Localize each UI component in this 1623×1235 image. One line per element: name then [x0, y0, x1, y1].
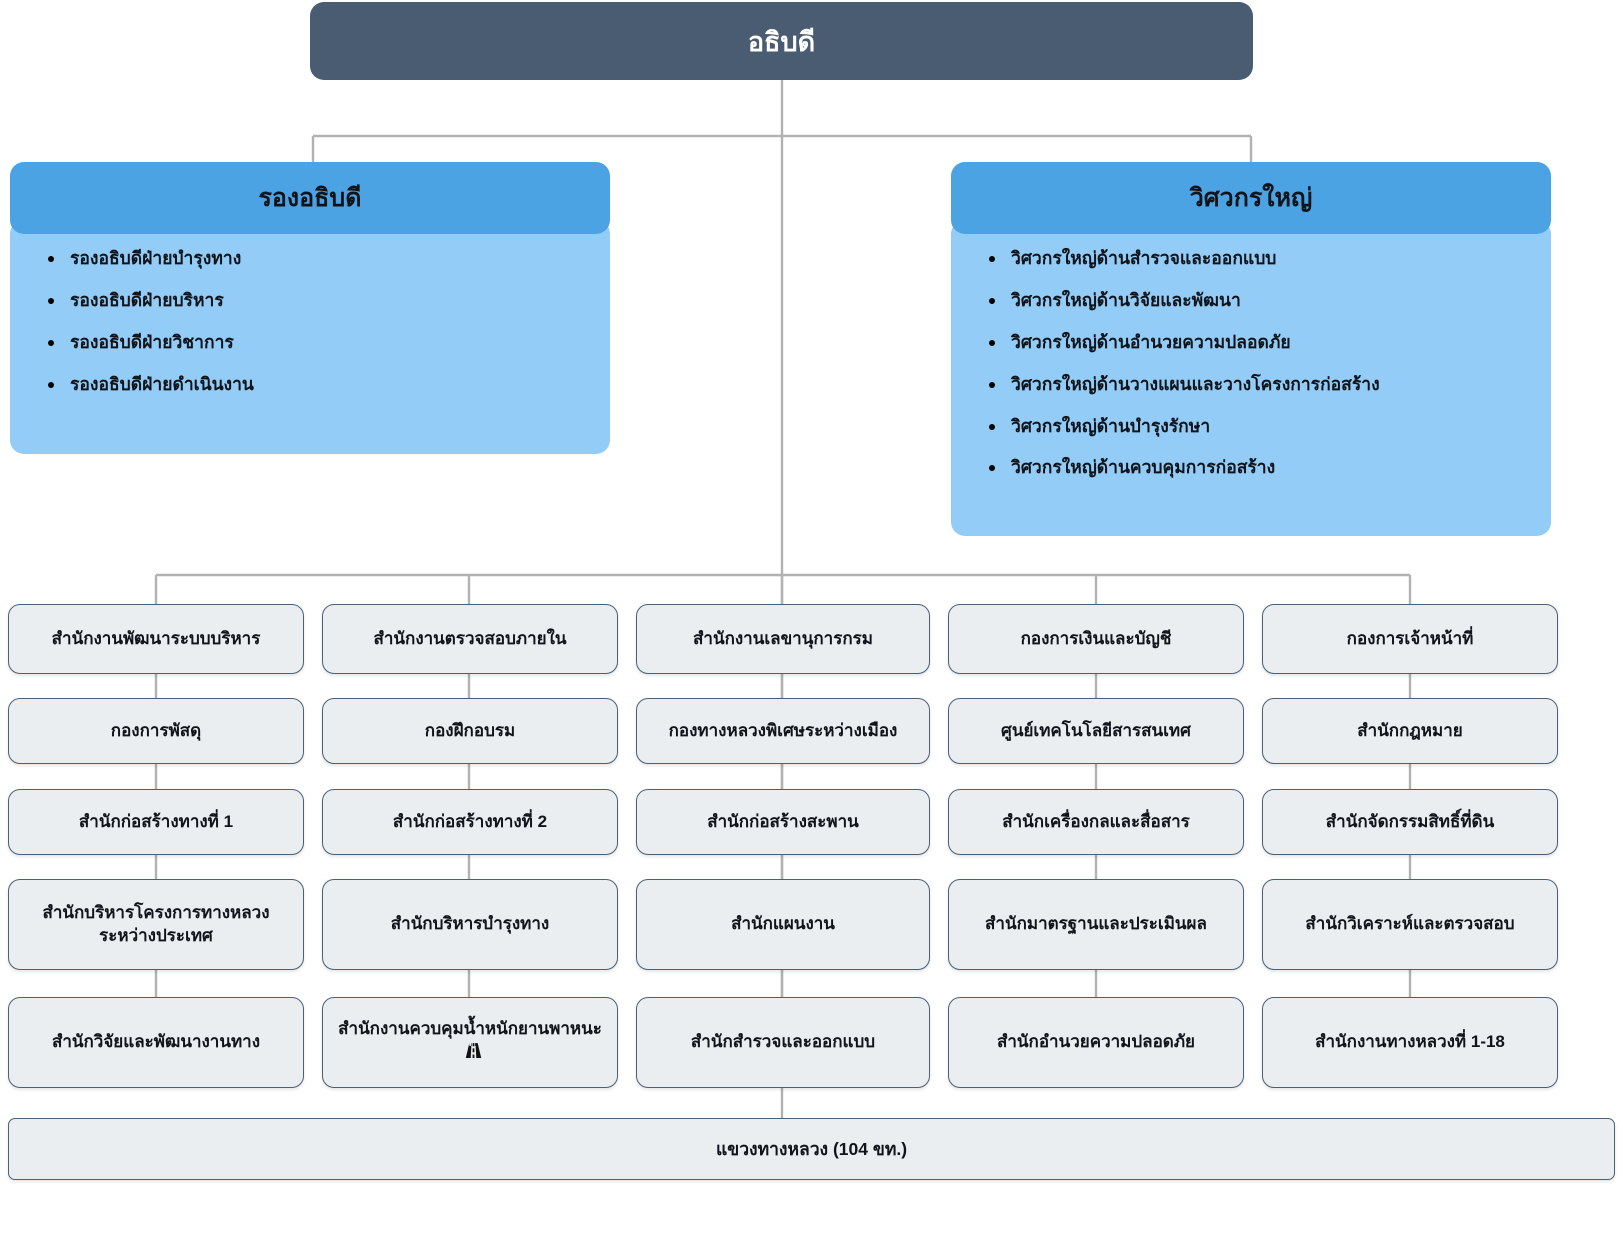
unit-box[interactable]: กองการเจ้าหน้าที่	[1262, 604, 1558, 674]
unit-label: สำนักงานควบคุมน้ำหนักยานพาหนะ	[338, 1018, 602, 1038]
unit-box[interactable]: สำนักวิเคราะห์และตรวจสอบ	[1262, 879, 1558, 970]
unit-box-weight-control[interactable]: สำนักงานควบคุมน้ำหนักยานพาหนะ	[322, 997, 618, 1088]
list-item: วิศวกรใหญ่ด้านวิจัยและพัฒนา	[989, 290, 1551, 312]
list-item: รองอธิบดีฝ่ายดำเนินงาน	[48, 374, 610, 396]
panel-chief-engineer-header-label: วิศวกรใหญ่	[1189, 184, 1313, 212]
unit-box[interactable]: กองการพัสดุ	[8, 698, 304, 764]
unit-box[interactable]: สำนักบริหารโครงการทางหลวงระหว่างประเทศ	[8, 879, 304, 970]
unit-box[interactable]: สำนักก่อสร้างทางที่ 1	[8, 789, 304, 855]
unit-box[interactable]: สำนักงานพัฒนาระบบบริหาร	[8, 604, 304, 674]
list-item: รองอธิบดีฝ่ายบริหาร	[48, 290, 610, 312]
unit-box[interactable]: สำนักกฎหมาย	[1262, 698, 1558, 764]
list-item: วิศวกรใหญ่ด้านบำรุงรักษา	[989, 416, 1551, 438]
unit-box[interactable]: สำนักวิจัยและพัฒนางานทาง	[8, 997, 304, 1088]
road-icon	[463, 1040, 484, 1067]
unit-box[interactable]: สำนักงานเลขานุการกรม	[636, 604, 930, 674]
list-item: วิศวกรใหญ่ด้านวางแผนและวางโครงการก่อสร้า…	[989, 374, 1551, 396]
director-general-box[interactable]: อธิบดี	[310, 2, 1253, 80]
highway-district-bar[interactable]: แขวงทางหลวง (104 ขท.)	[8, 1118, 1615, 1180]
unit-box[interactable]: สำนักงานตรวจสอบภายใน	[322, 604, 618, 674]
unit-box[interactable]: สำนักสำรวจและออกแบบ	[636, 997, 930, 1088]
unit-box[interactable]: สำนักก่อสร้างสะพาน	[636, 789, 930, 855]
highway-district-label: แขวงทางหลวง (104 ขท.)	[715, 1139, 908, 1159]
unit-box[interactable]: ศูนย์เทคโนโลยีสารสนเทศ	[948, 698, 1244, 764]
chief-engineer-list: วิศวกรใหญ่ด้านสำรวจและออกแบบ วิศวกรใหญ่ด…	[951, 248, 1551, 479]
panel-deputy-header[interactable]: รองอธิบดี	[10, 162, 610, 234]
list-item: วิศวกรใหญ่ด้านสำรวจและออกแบบ	[989, 248, 1551, 270]
unit-box[interactable]: สำนักแผนงาน	[636, 879, 930, 970]
list-item: รองอธิบดีฝ่ายวิชาการ	[48, 332, 610, 354]
unit-box[interactable]: สำนักก่อสร้างทางที่ 2	[322, 789, 618, 855]
unit-box[interactable]: สำนักงานทางหลวงที่ 1-18	[1262, 997, 1558, 1088]
unit-box[interactable]: สำนักจัดกรรมสิทธิ์ที่ดิน	[1262, 789, 1558, 855]
panel-chief-engineer: วิศวกรใหญ่ วิศวกรใหญ่ด้านสำรวจและออกแบบ …	[951, 162, 1551, 536]
deputy-list: รองอธิบดีฝ่ายบำรุงทาง รองอธิบดีฝ่ายบริหา…	[10, 248, 610, 396]
panel-deputy-header-label: รองอธิบดี	[258, 184, 362, 212]
panel-deputy-body: รองอธิบดีฝ่ายบำรุงทาง รองอธิบดีฝ่ายบริหา…	[10, 220, 610, 454]
panel-deputy-director: รองอธิบดี รองอธิบดีฝ่ายบำรุงทาง รองอธิบด…	[10, 162, 610, 454]
list-item: รองอธิบดีฝ่ายบำรุงทาง	[48, 248, 610, 270]
unit-box[interactable]: สำนักเครื่องกลและสื่อสาร	[948, 789, 1244, 855]
director-general-label: อธิบดี	[747, 26, 816, 57]
unit-box[interactable]: สำนักบริหารบำรุงทาง	[322, 879, 618, 970]
unit-box[interactable]: กองการเงินและบัญชี	[948, 604, 1244, 674]
unit-box[interactable]: กองฝึกอบรม	[322, 698, 618, 764]
list-item: วิศวกรใหญ่ด้านอำนวยความปลอดภัย	[989, 332, 1551, 354]
unit-box[interactable]: สำนักมาตรฐานและประเมินผล	[948, 879, 1244, 970]
panel-chief-engineer-body: วิศวกรใหญ่ด้านสำรวจและออกแบบ วิศวกรใหญ่ด…	[951, 220, 1551, 536]
panel-chief-engineer-header[interactable]: วิศวกรใหญ่	[951, 162, 1551, 234]
unit-box[interactable]: กองทางหลวงพิเศษระหว่างเมือง	[636, 698, 930, 764]
list-item: วิศวกรใหญ่ด้านควบคุมการก่อสร้าง	[989, 457, 1551, 479]
unit-box[interactable]: สำนักอำนวยความปลอดภัย	[948, 997, 1244, 1088]
